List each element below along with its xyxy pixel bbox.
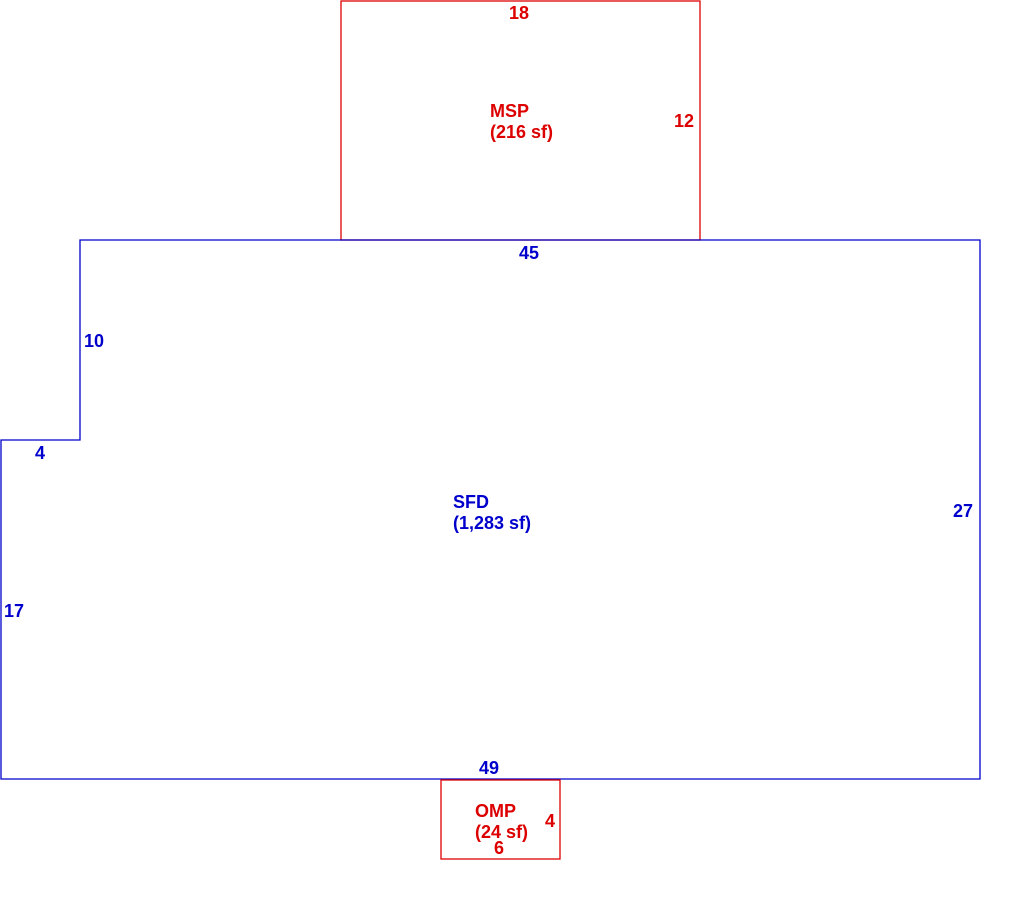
sfd-bottom-dimension: 49 bbox=[479, 758, 499, 778]
msp-area: 18 12 MSP (216 sf) bbox=[340, 0, 701, 241]
omp-right-dimension: 4 bbox=[545, 811, 555, 831]
sfd-top-dimension: 45 bbox=[519, 243, 539, 263]
sfd-name-label: SFD bbox=[453, 492, 489, 512]
omp-outline bbox=[440, 779, 561, 860]
sfd-left-upper-dimension: 10 bbox=[84, 331, 104, 351]
msp-name-label: MSP bbox=[490, 101, 529, 121]
omp-bottom-dimension: 6 bbox=[494, 838, 504, 858]
sfd-area-label: (1,283 sf) bbox=[453, 513, 531, 533]
sfd-step-dimension: 4 bbox=[35, 443, 45, 463]
sfd-left-lower-dimension: 17 bbox=[4, 601, 24, 621]
msp-area-label: (216 sf) bbox=[490, 122, 553, 142]
msp-top-dimension: 18 bbox=[509, 3, 529, 23]
msp-right-dimension: 12 bbox=[674, 111, 694, 131]
omp-area: OMP (24 sf) 4 6 bbox=[440, 779, 561, 860]
sfd-area: 45 10 4 17 27 49 SFD (1,283 sf) bbox=[0, 239, 981, 780]
omp-area-label: (24 sf) bbox=[475, 822, 528, 842]
omp-name-label: OMP bbox=[475, 801, 516, 821]
sfd-right-dimension: 27 bbox=[953, 501, 973, 521]
sfd-outline bbox=[0, 239, 981, 780]
